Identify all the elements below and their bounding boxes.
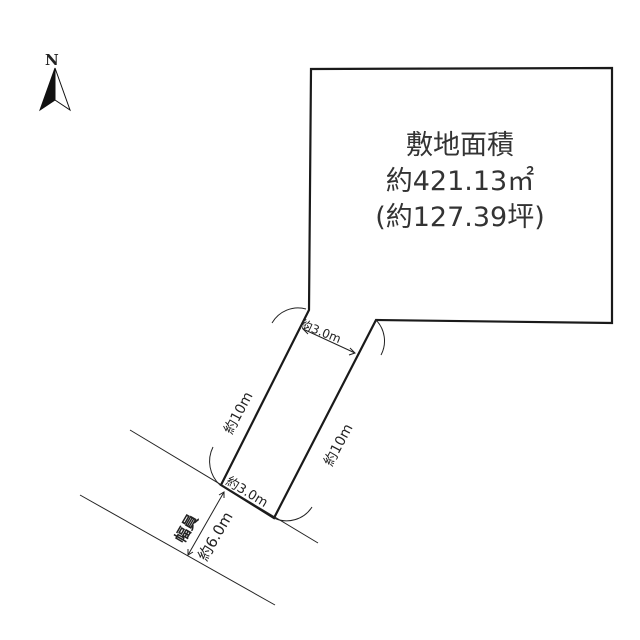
- corner-arc: [273, 506, 313, 522]
- corner-arc: [271, 307, 307, 324]
- arrowhead: [348, 347, 356, 356]
- corner-arc: [375, 319, 385, 356]
- north-arrow-icon: [39, 67, 71, 112]
- road-edge-lower: [79, 494, 276, 606]
- dimension-arrow-road: [187, 491, 225, 556]
- area-title: 敷地面積: [406, 130, 514, 161]
- arrowhead: [187, 549, 194, 556]
- corner-arc: [209, 446, 221, 486]
- area-tsubo: (約127.39坪): [375, 202, 545, 233]
- dimension-arrow-top: [302, 328, 356, 354]
- lot-outline: [219, 66, 614, 520]
- arrowhead: [218, 491, 225, 498]
- north-label: N: [45, 51, 59, 69]
- lot-area-block: 敷地面積 約421.13㎡ (約127.39坪): [330, 128, 590, 236]
- area-sqm: 約421.13㎡: [385, 166, 535, 197]
- arrowhead: [302, 326, 310, 335]
- road-edge-upper: [129, 429, 319, 544]
